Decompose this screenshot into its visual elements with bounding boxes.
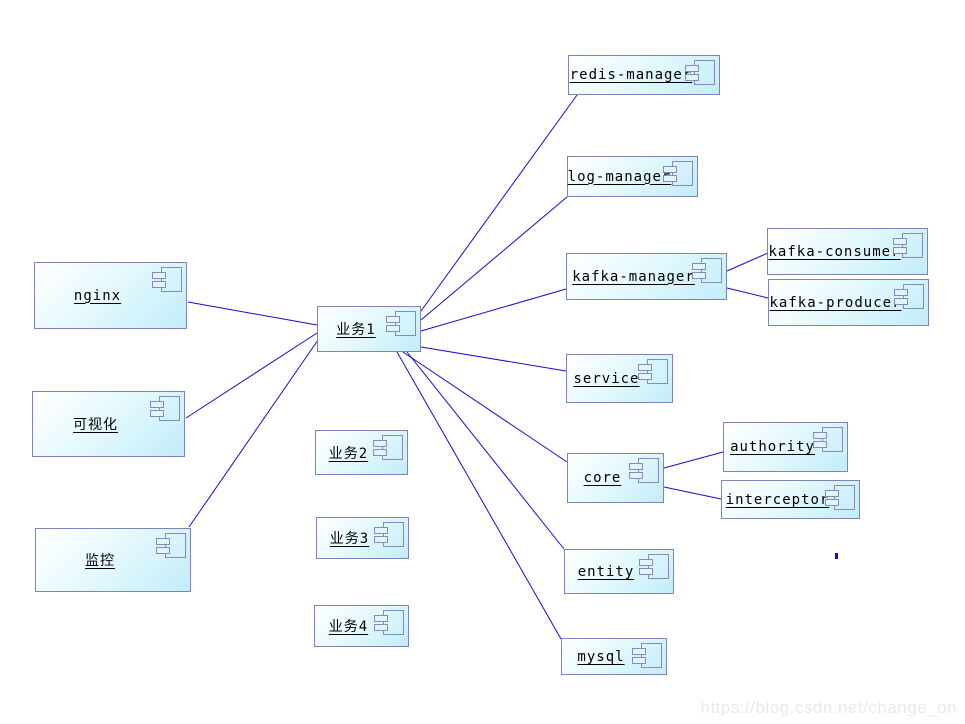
component-kafka-producer: kafka-producer [768,279,929,326]
edge-biz1-to-mysql [396,351,562,640]
component-label-redis-manager: redis-manager [569,67,693,83]
component-label-biz3: 业务3 [329,531,370,547]
edge-biz1-to-entity [406,351,565,550]
component-entity: entity [564,549,674,594]
edge-monitor-to-biz1 [188,339,319,528]
component-label-kafka-consumer: kafka-consumer [768,243,901,260]
edge-biz1-to-kafka-manager [420,288,567,332]
component-log-manager: log-manager [567,156,698,197]
component-label-interceptor: interceptor [725,491,830,508]
component-visualization: 可视化 [32,391,185,457]
component-label-log-manager: log-manager [567,168,672,185]
component-label-nginx: nginx [73,287,122,304]
component-label-kafka-manager: kafka-manager [572,268,695,285]
edge-biz1-to-redis-manager [420,94,578,312]
component-label-monitor: 监控 [85,553,115,569]
component-icon [386,311,416,336]
edge-biz1-to-log-manager [420,196,568,321]
component-label-core: core [583,470,622,486]
component-icon [893,233,923,258]
component-service: service [566,354,673,403]
component-authority: authority [723,422,848,472]
csdn-watermark: https://blog.csdn.net/change_on [700,698,957,717]
component-nginx: nginx [34,262,187,329]
component-label-biz1: 业务1 [336,322,376,338]
component-icon [825,485,855,510]
edge-kafka-manager-to-kafka-consumer [726,252,769,272]
component-biz2: 业务2 [315,430,408,475]
component-icon [374,522,404,547]
component-biz3: 业务3 [316,517,409,559]
component-label-service: service [573,370,640,387]
component-icon [894,284,924,309]
stray-line-artifact [835,553,838,559]
edge-biz1-to-core [402,351,568,463]
component-icon [638,359,668,384]
edge-visualization-to-biz1 [185,332,318,419]
component-label-authority: authority [730,439,815,455]
component-redis-manager: redis-manager [568,55,720,95]
component-icon [373,435,403,460]
component-icon [152,267,182,292]
component-label-visualization: 可视化 [73,417,118,433]
component-label-biz2: 业务2 [328,445,369,462]
component-icon [813,427,843,452]
component-label-entity: entity [577,563,635,580]
component-interceptor: interceptor [721,480,860,519]
component-label-mysql: mysql [577,648,625,665]
edge-core-to-interceptor [663,486,722,500]
edge-core-to-authority [663,451,724,469]
component-biz1: 业务1 [317,306,421,352]
component-icon [663,161,693,186]
edge-biz1-to-service [420,346,567,372]
component-monitor: 监控 [35,528,191,592]
component-icon [632,643,662,668]
edge-kafka-manager-to-kafka-producer [726,287,769,299]
component-label-biz4: 业务4 [328,619,369,635]
component-kafka-manager: kafka-manager [566,253,727,300]
component-icon [692,258,722,283]
component-biz4: 业务4 [314,605,409,647]
component-icon [685,60,715,85]
component-icon [156,533,186,558]
component-icon [639,554,669,579]
component-kafka-consumer: kafka-consumer [767,228,928,275]
component-label-kafka-producer: kafka-producer [769,294,902,311]
edge-nginx-to-biz1 [187,301,318,326]
component-core: core [567,453,664,503]
component-mysql: mysql [561,638,667,675]
component-icon [374,610,404,635]
component-icon [629,458,659,483]
component-icon [150,396,180,421]
